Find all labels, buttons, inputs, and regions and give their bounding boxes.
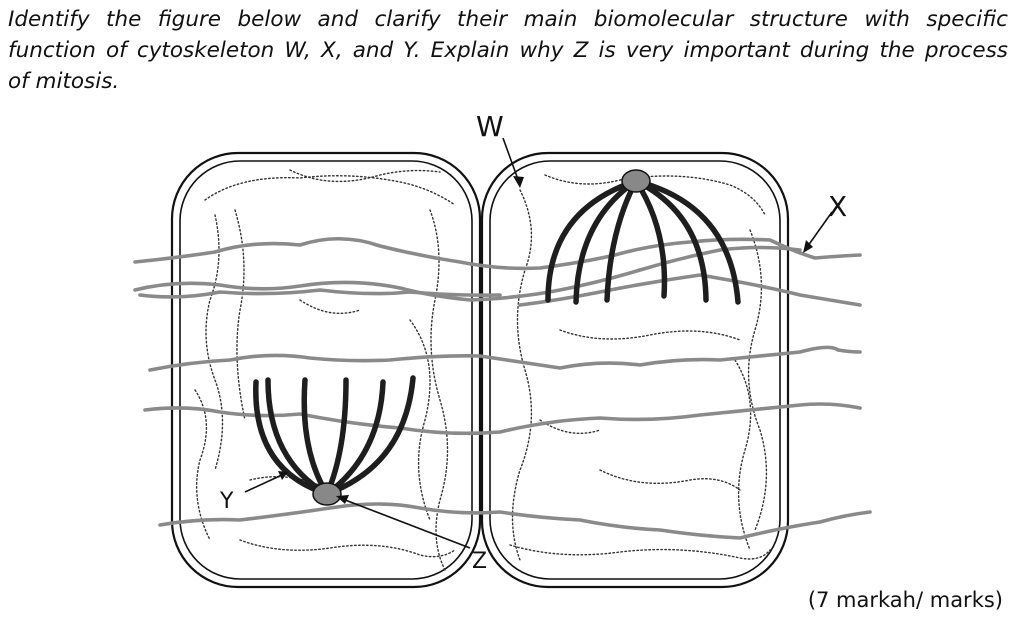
w-filament (509, 544, 771, 560)
w-arrowhead (513, 176, 524, 188)
question-text: Identify the figure below and clarify th… (8, 4, 1008, 97)
x-filament (518, 273, 862, 307)
w-filament (204, 175, 456, 206)
x-filament (148, 345, 862, 372)
z-leader-line (339, 497, 471, 549)
x-filament (158, 502, 872, 540)
y-fiber (324, 379, 386, 497)
w-filament (734, 359, 752, 551)
left-cell (170, 151, 482, 589)
label-w: W (476, 110, 504, 143)
y-fiber (633, 178, 668, 299)
question-line-2: function of cytoskeleton W, X, and Y. Ex… (8, 38, 1008, 63)
z-centrosomes (312, 169, 651, 506)
w-filament (511, 189, 533, 561)
question-line-1: Identify the figure below and clarify th… (8, 7, 1008, 32)
y-fiber (265, 377, 330, 497)
y-fiber (545, 178, 639, 303)
w-filament (289, 169, 441, 183)
label-z: Z (472, 549, 487, 574)
y-fiber (633, 178, 709, 303)
w-filament (194, 389, 211, 541)
x-arrowhead (803, 240, 813, 253)
x-microfilaments (133, 236, 872, 540)
w-filament (205, 214, 224, 471)
x-filament (133, 245, 802, 302)
question-line-3: of mitosis. (8, 69, 120, 94)
y-fiber (253, 379, 330, 497)
marks-allocation: (7 markah/ marks) (807, 588, 1003, 612)
x-filament (143, 402, 862, 436)
y-fiber (604, 178, 639, 303)
centrosome-right (621, 169, 651, 193)
x-filament (138, 288, 502, 299)
label-y: Y (219, 489, 234, 514)
w-filament (429, 209, 449, 571)
y-fiber (324, 375, 416, 497)
w-filament (544, 174, 766, 216)
y-spindle-fibers (253, 178, 741, 497)
y-fiber (573, 178, 639, 305)
w-filament (747, 229, 768, 531)
w-filament (409, 319, 431, 521)
w-filament (239, 539, 456, 558)
w-filament (599, 469, 741, 491)
y-arrowhead (278, 471, 288, 480)
w-filament (539, 419, 601, 435)
right-cell (480, 151, 790, 589)
leader-arrowheads (278, 176, 813, 504)
z-arrowhead (336, 495, 349, 504)
y-leader-line (244, 473, 285, 493)
x-filament (133, 236, 862, 271)
y-fiber (633, 178, 741, 305)
w-filament (559, 329, 741, 341)
w-filament (234, 209, 246, 421)
centrosome-left (312, 482, 342, 506)
label-x: X (828, 190, 847, 223)
w-filament (299, 299, 361, 315)
